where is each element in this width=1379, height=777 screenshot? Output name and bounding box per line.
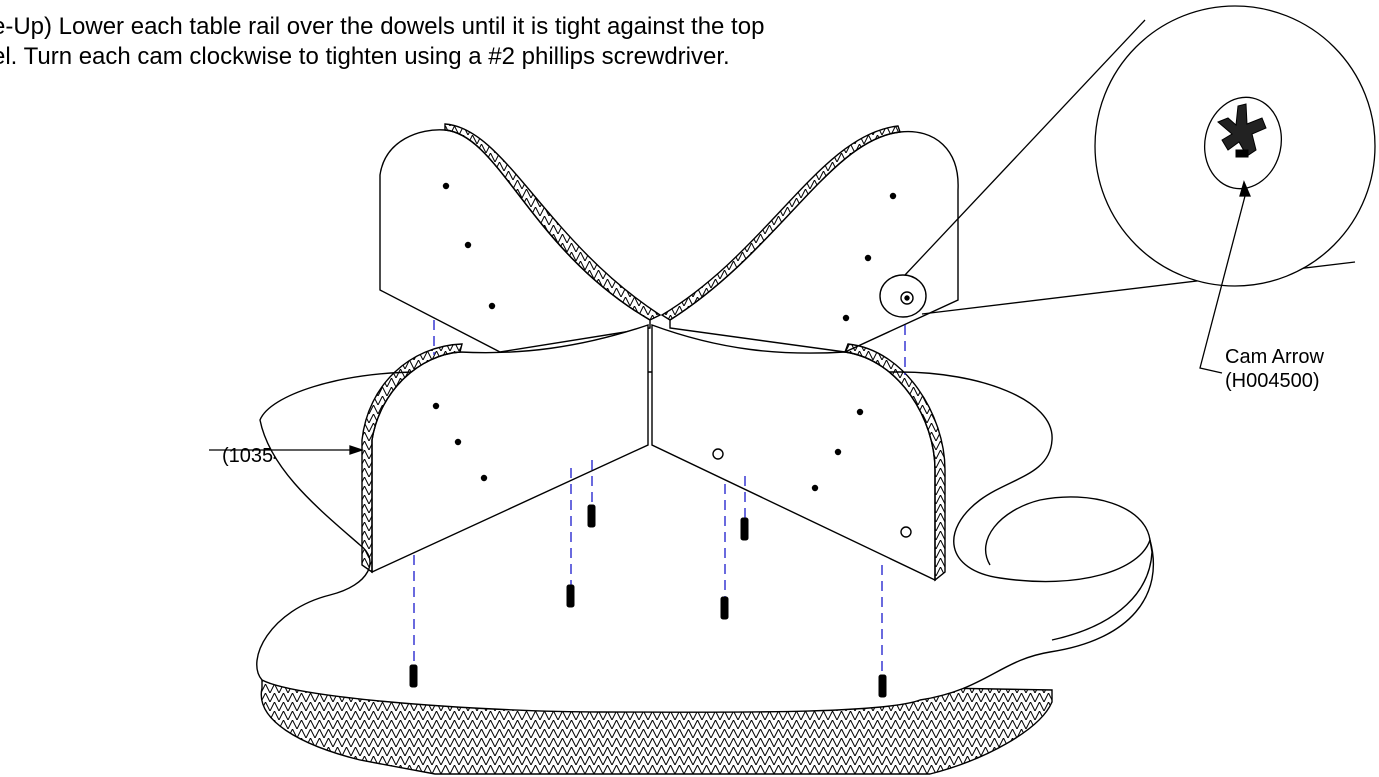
instruction-line-2: el. Turn each cam clockwise to tighten u… bbox=[0, 43, 730, 70]
dowel-guide-lines bbox=[413, 320, 906, 680]
table-rails-leader bbox=[209, 445, 365, 455]
cam-arrow-callout: Cam Arrow (H004500) bbox=[1225, 345, 1375, 393]
cam-detail-view bbox=[904, 5, 1376, 374]
rail-front-right bbox=[651, 323, 946, 582]
dowels bbox=[409, 504, 887, 698]
cam-arrow-label: Cam Arrow bbox=[1225, 346, 1324, 368]
base-right-lobe bbox=[984, 496, 1151, 566]
rail-back-right bbox=[660, 125, 959, 353]
cam-arrow-part-number: (H004500) bbox=[1225, 370, 1320, 392]
cam-arrow-icon bbox=[1217, 103, 1267, 158]
instruction-line-1: e-Up) Lower each table rail over the dow… bbox=[0, 13, 765, 40]
rail-front-left bbox=[361, 324, 649, 574]
base-right-lobe-edge bbox=[1051, 539, 1153, 641]
rail-back-left bbox=[379, 123, 662, 353]
instruction-text: e-Up) Lower each table rail over the dow… bbox=[0, 12, 764, 72]
cam-lock bbox=[879, 274, 927, 318]
